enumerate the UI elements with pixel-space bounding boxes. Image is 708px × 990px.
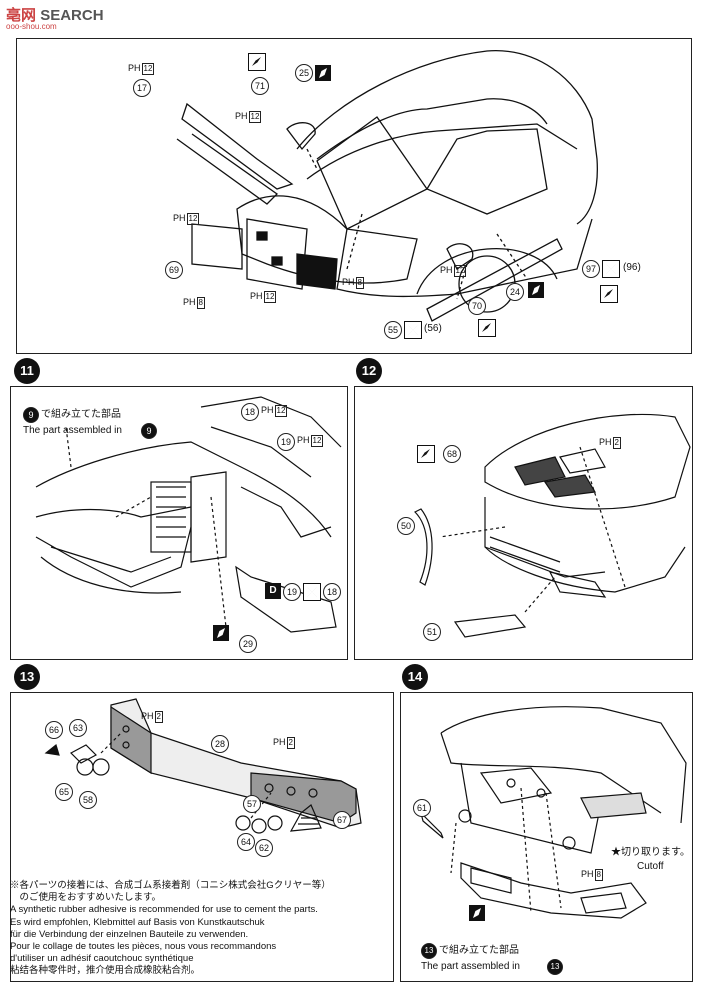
part-96: (96) [623, 262, 641, 273]
part-65: 65 [55, 783, 73, 801]
part-69: 69 [165, 261, 183, 279]
step-13-ref-2: 13 [547, 959, 563, 975]
part-18: 18 [241, 403, 259, 421]
bumper-lights-drawing [44, 698, 362, 834]
part-68: 68 [443, 445, 461, 463]
note-line-7: d'utiliser un adhésif caoutchouc synthét… [10, 953, 194, 965]
step-9-ref-2: 9 [141, 423, 157, 439]
glue-tube-icon [315, 65, 331, 81]
cutoff-jp: ★切り取ります。 [611, 847, 690, 858]
part-62: 62 [255, 839, 273, 857]
glue-icon-2 [600, 285, 618, 303]
part-61: 61 [413, 799, 431, 817]
step-13-badge: 13 [14, 664, 40, 690]
glue-tube-icon-4 [469, 905, 485, 921]
part-57: 57 [243, 795, 261, 813]
assembled-en-14: The part assembled in [421, 961, 520, 972]
part-50: 50 [397, 517, 415, 535]
step-9-ref: 9 [23, 407, 39, 423]
note-line-1: ※各パーツの接着には、合成ゴム系接着剤（コニシ株式会社Gクリヤー等） [10, 880, 331, 891]
note-line-2: のご使用をおすすめいたします。 [10, 892, 162, 904]
part-18-b: 18 [323, 583, 341, 601]
glue-icon-3 [478, 319, 496, 337]
hinge-icon [602, 260, 620, 278]
d-box: D [265, 583, 281, 599]
adhesive-note: ※各パーツの接着には、合成ゴム系接着剤（コニシ株式会社Gクリヤー等） のご使用を… [10, 880, 331, 978]
watermark-logo: 亳网 SEARCH [6, 4, 104, 25]
hood-drawing [413, 413, 691, 638]
part-19: 19 [277, 433, 295, 451]
panel-step-11: 9 で組み立てた部品 The part assembled in 9 18 PH… [10, 386, 348, 660]
part-51: 51 [423, 623, 441, 641]
part-64: 64 [237, 833, 255, 851]
part-24: 24 [506, 283, 524, 301]
assembled-en: The part assembled in [23, 425, 122, 436]
hinge-icon-3 [303, 583, 321, 601]
step-12-badge: 12 [356, 358, 382, 384]
part-58: 58 [79, 791, 97, 809]
assembled-jp-14: で組み立てた部品 [439, 945, 519, 956]
assembled-jp: で組み立てた部品 [41, 409, 121, 420]
part-19-b: 19 [283, 583, 301, 601]
part-66: 66 [45, 721, 63, 739]
glue-icon-4 [417, 445, 435, 463]
note-line-3: A synthetic rubber adhesive is recommend… [10, 904, 318, 916]
note-line-4: Es wird empfohlen, Klebmittel auf Basis … [10, 916, 265, 928]
step-13-ref: 13 [421, 943, 437, 959]
glue-icon [248, 53, 266, 71]
hinge-icon-2 [404, 321, 422, 339]
car-body-drawing [176, 50, 598, 322]
watermark-en: SEARCH [40, 7, 104, 24]
step-11-badge: 11 [14, 358, 40, 384]
part-17: 17 [133, 79, 151, 97]
part-71: 71 [251, 77, 269, 95]
cutoff-en: Cutoff [637, 861, 664, 872]
note-line-6: Pour le collage de toutes les pièces, no… [10, 941, 277, 953]
watermark-cn: 亳网 [6, 7, 37, 24]
rear-bumper-drawing [419, 706, 687, 919]
part-29: 29 [239, 635, 257, 653]
part-55: 55 [384, 321, 402, 339]
watermark-url: ooo-shou.com [6, 22, 57, 31]
part-97: 97 [582, 260, 600, 278]
part-25: 25 [295, 64, 313, 82]
part-67: 67 [333, 811, 351, 829]
note-line-8: 粘结各种零件时，推介使用合成橡胶粘合剂。 [10, 965, 201, 977]
glue-tube-icon-2 [528, 282, 544, 298]
step-14-badge: 14 [402, 664, 428, 690]
part-70: 70 [468, 297, 486, 315]
part-63: 63 [69, 719, 87, 737]
note-line-5: für die Verbindung der einzelnen Bauteil… [10, 928, 249, 940]
front-bumper-drawing [35, 396, 342, 633]
part-28: 28 [211, 735, 229, 753]
part-56: (56) [424, 323, 442, 334]
glue-tube-icon-3 [213, 625, 229, 641]
